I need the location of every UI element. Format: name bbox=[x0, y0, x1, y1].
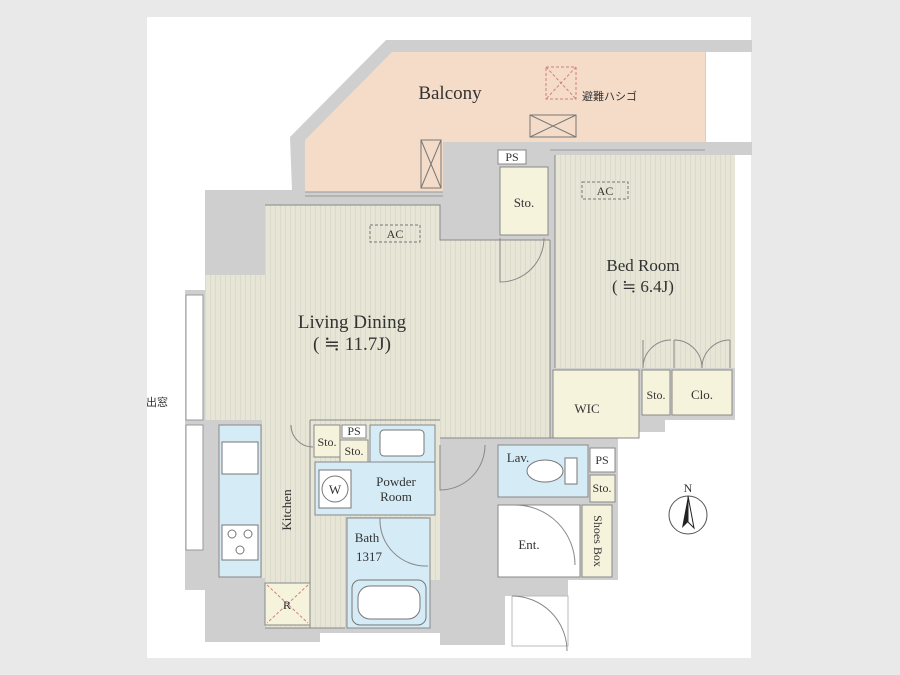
refrigerator-x-mark bbox=[266, 584, 309, 624]
bay-window bbox=[185, 294, 204, 551]
stove bbox=[221, 524, 259, 561]
walk-in-closet bbox=[552, 369, 640, 439]
ac-outdoor-unit-x-mark bbox=[420, 139, 442, 189]
bath-size-label: 1317 bbox=[356, 549, 383, 564]
living-dining-label: Living Dining bbox=[298, 312, 407, 333]
powder-room-label-1: Powder bbox=[376, 474, 416, 489]
bed-room-label: Bed Room bbox=[606, 256, 679, 275]
storage-label-bedroom: Sto. bbox=[646, 388, 665, 402]
living-dining-room bbox=[205, 205, 550, 628]
balcony-hatch bbox=[529, 114, 577, 138]
refrigerator-label: R bbox=[283, 598, 291, 612]
kitchen-sink bbox=[221, 441, 259, 475]
bed-room bbox=[555, 155, 735, 368]
escape-ladder-x-mark bbox=[545, 66, 577, 100]
bed-room-size: ( ≒ 6.4J) bbox=[612, 277, 674, 296]
shoes-box bbox=[581, 504, 613, 578]
powder-room-label-2: Room bbox=[380, 489, 412, 504]
compass-icon bbox=[668, 495, 708, 535]
ps-box-lav bbox=[589, 447, 616, 473]
balcony-hatch-x-mark bbox=[529, 114, 577, 138]
entrance-label: Ent. bbox=[518, 537, 539, 552]
ps-label-powder: PS bbox=[347, 424, 360, 438]
escape-ladder-label: 避難ハシゴ bbox=[582, 89, 637, 103]
storage-lav bbox=[589, 474, 616, 503]
storage-balcony-side bbox=[499, 166, 549, 236]
closet-label: Clo. bbox=[691, 387, 713, 402]
escape-ladder bbox=[545, 66, 577, 100]
ps-label-lav: PS bbox=[595, 453, 608, 467]
washer-label: W bbox=[329, 482, 342, 497]
closet bbox=[671, 369, 733, 416]
doors bbox=[290, 237, 731, 652]
storage-label-powder-2: Sto. bbox=[344, 444, 363, 458]
entrance bbox=[497, 504, 581, 578]
storage-label-powder-1: Sto. bbox=[317, 435, 336, 449]
ac-box-bedroom bbox=[581, 181, 629, 200]
toilet-tank bbox=[564, 457, 578, 485]
lavatory-label: Lav. bbox=[507, 450, 530, 465]
stove-burner-icon bbox=[227, 529, 253, 555]
ac-outdoor-unit bbox=[420, 139, 442, 189]
balcony-area bbox=[305, 52, 705, 192]
shoes-box-label: Shoes Box bbox=[591, 515, 605, 567]
ps-box-balcony bbox=[497, 149, 527, 165]
washing-machine-drum-icon bbox=[321, 475, 349, 503]
balcony-railing bbox=[305, 149, 705, 197]
compass-north-label: N bbox=[684, 481, 693, 495]
ps-box-powder bbox=[341, 424, 367, 439]
storage-label-balcony: Sto. bbox=[514, 195, 535, 210]
living-dining-size: ( ≒ 11.7J) bbox=[313, 334, 391, 355]
balcony-label: Balcony bbox=[418, 83, 482, 104]
storage-powder-1 bbox=[313, 424, 341, 458]
wic-label: WIC bbox=[574, 401, 599, 416]
bay-window-label: 出窓 bbox=[146, 395, 168, 409]
toilet bbox=[526, 459, 564, 483]
ac-label-bedroom: AC bbox=[597, 184, 614, 198]
bathtub-inner bbox=[357, 585, 421, 620]
vanity-basin bbox=[379, 429, 425, 457]
kitchen-label: Kitchen bbox=[279, 489, 294, 531]
ps-label-balcony: PS bbox=[505, 150, 518, 164]
ac-box-living bbox=[369, 224, 421, 243]
bath-label: Bath bbox=[355, 530, 380, 545]
storage-bed-room bbox=[641, 369, 671, 416]
storage-label-lav: Sto. bbox=[592, 481, 611, 495]
ac-label-living: AC bbox=[387, 227, 404, 241]
